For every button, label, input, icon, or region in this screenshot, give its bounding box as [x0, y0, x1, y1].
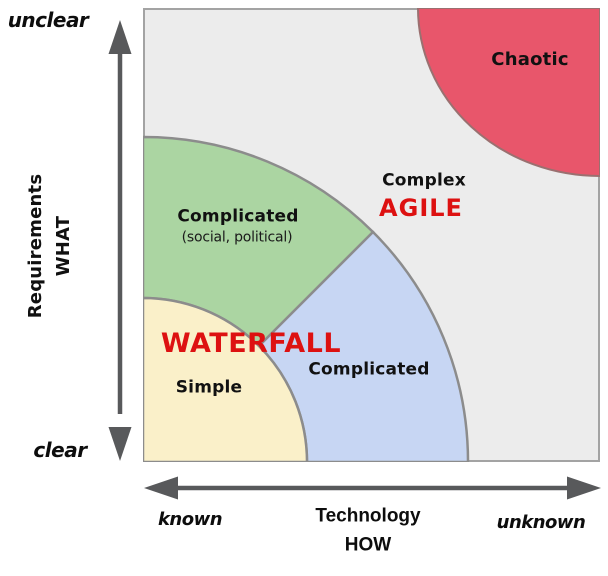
- y-axis-title-line2: WHAT: [53, 215, 74, 277]
- agile-method-label: AGILE: [379, 193, 463, 222]
- x-axis-title-line2: HOW: [344, 534, 392, 555]
- x-axis-title: Technology HOW: [315, 503, 420, 560]
- chaotic-region: [416, 8, 600, 178]
- y-axis-top-label: unclear: [7, 8, 89, 32]
- regions-canvas: [143, 8, 600, 462]
- complicated-social-label: Complicated: [177, 206, 299, 227]
- y-axis-title-line1: Requirements: [25, 173, 47, 319]
- chaotic-label: Chaotic: [491, 49, 569, 71]
- waterfall-method-label: WATERFALL: [160, 328, 342, 360]
- x-axis-right-label: unknown: [496, 512, 586, 534]
- x-axis-left-label: known: [157, 509, 223, 531]
- complex-label: Complex: [382, 170, 466, 191]
- complicated-technical-label: Complicated: [308, 359, 430, 380]
- y-axis-bottom-label: clear: [33, 438, 87, 462]
- vertical-axis-arrow: [108, 20, 132, 461]
- horizontal-axis-arrow: [144, 476, 601, 500]
- x-axis-title-line1: Technology: [315, 505, 421, 527]
- simple-label: Simple: [175, 377, 243, 398]
- simple-region: [143, 296, 309, 462]
- plot-area: [143, 8, 600, 462]
- complicated-social-sublabel: (social, political): [181, 229, 293, 246]
- y-axis-title: Requirements WHAT: [22, 174, 78, 319]
